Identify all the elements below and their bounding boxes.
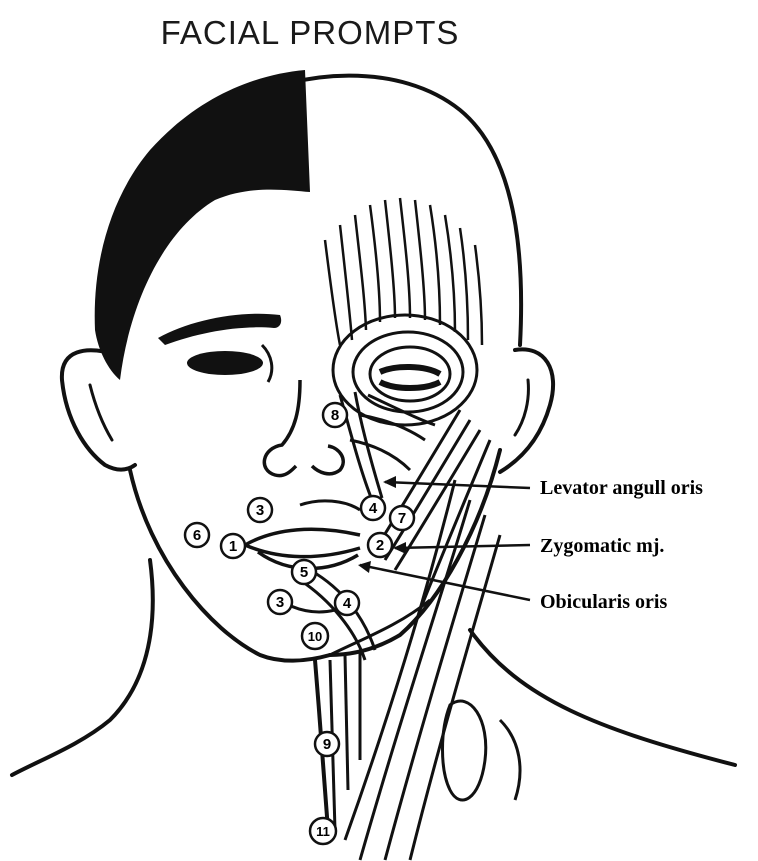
svg-text:6: 6 — [193, 527, 201, 544]
label-zygomatic-major: Zygomatic mj. — [540, 535, 664, 557]
left-eyebrow — [158, 314, 281, 345]
svg-text:1: 1 — [229, 538, 237, 555]
label-levator-anguli-oris: Levator angull oris — [540, 477, 703, 499]
left-eye — [187, 351, 263, 375]
prompt-point-2: 2 — [368, 533, 392, 557]
neck-left — [12, 560, 153, 775]
prompt-point-4-upper: 4 — [361, 496, 385, 520]
svg-text:2: 2 — [376, 537, 384, 554]
prompt-point-9: 9 — [315, 732, 339, 756]
prompt-point-7: 7 — [390, 506, 414, 530]
nose — [264, 380, 343, 476]
prompt-point-6: 6 — [185, 523, 209, 547]
prompt-point-3-upper: 3 — [248, 498, 272, 522]
prompt-point-10: 10 — [302, 623, 328, 649]
prompt-point-8: 8 — [323, 403, 347, 427]
prompt-point-11: 11 — [310, 818, 336, 844]
svg-text:7: 7 — [398, 510, 406, 527]
svg-text:3: 3 — [276, 594, 284, 611]
svg-text:3: 3 — [256, 502, 264, 519]
prompt-point-3-lower: 3 — [268, 590, 292, 614]
prompt-point-5: 5 — [292, 560, 316, 584]
svg-text:4: 4 — [343, 595, 352, 612]
svg-text:11: 11 — [316, 824, 330, 839]
svg-text:4: 4 — [369, 500, 378, 517]
svg-text:5: 5 — [300, 564, 308, 581]
svg-text:9: 9 — [323, 736, 331, 753]
orbicularis-oculi — [333, 315, 477, 425]
prompt-point-4-lower: 4 — [335, 591, 359, 615]
svg-text:10: 10 — [308, 629, 322, 644]
prompt-point-1: 1 — [221, 534, 245, 558]
temporal-muscle-lines — [325, 198, 482, 345]
label-orbicularis-oris: Obicularis oris — [540, 591, 667, 613]
svg-text:8: 8 — [331, 407, 339, 424]
neck-right — [470, 630, 735, 765]
